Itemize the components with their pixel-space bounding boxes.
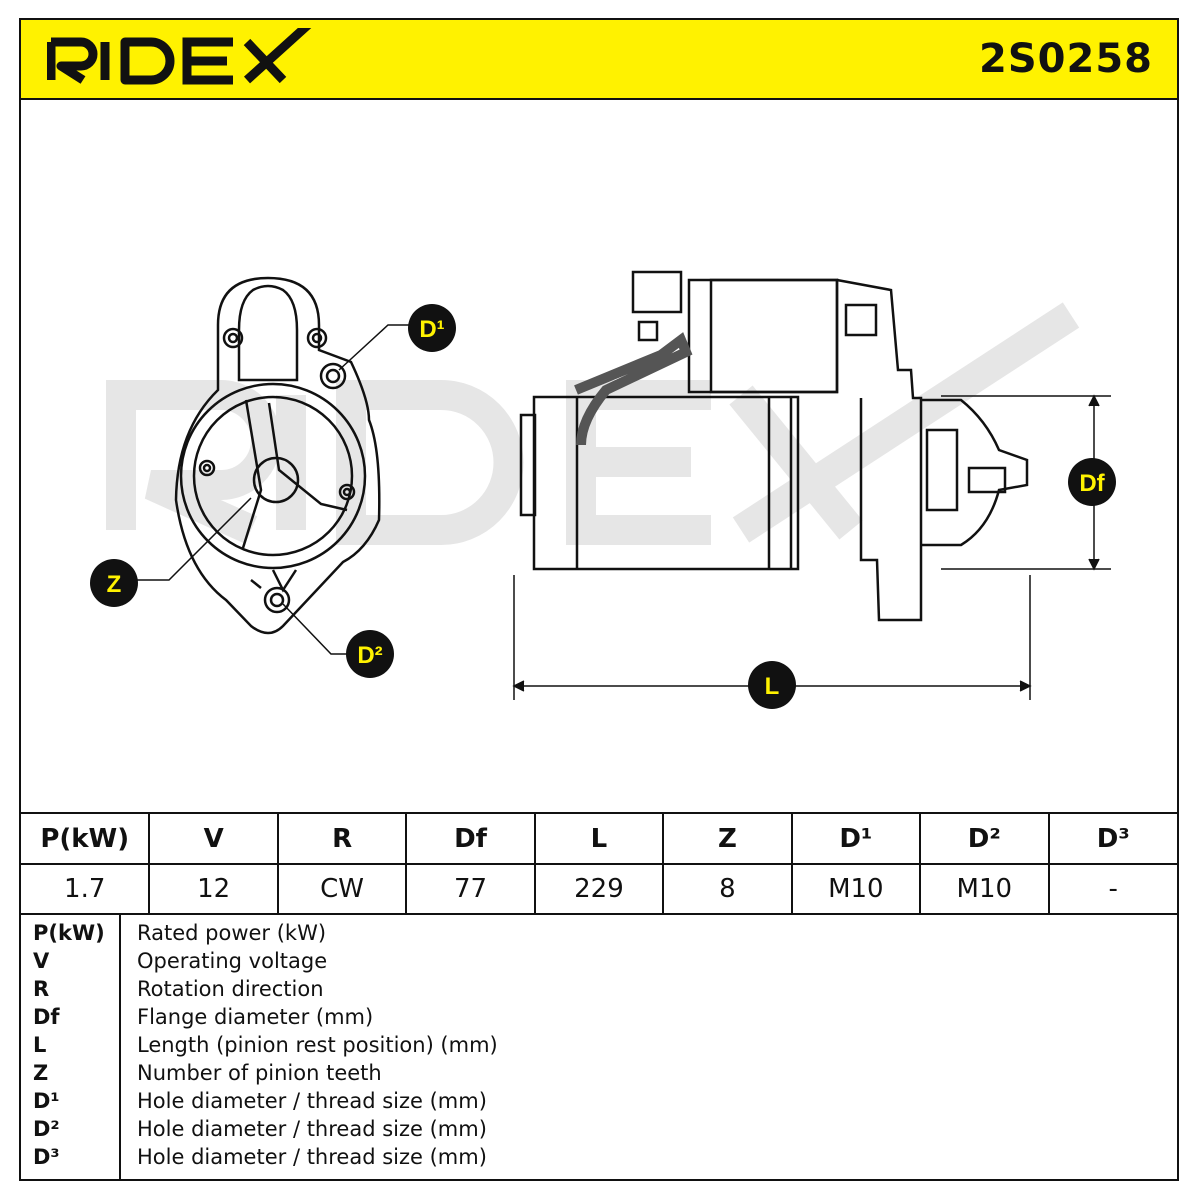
brand-logo bbox=[46, 20, 317, 94]
technical-drawing: D¹ Z D² Df L bbox=[21, 100, 1177, 812]
legend-divider bbox=[119, 913, 121, 1179]
legend-desc: Number of pinion teeth bbox=[137, 1061, 382, 1085]
spec-header: Z bbox=[662, 812, 793, 865]
legend-row: P(kW) Rated power (kW) bbox=[21, 921, 1177, 949]
spec-value: M10 bbox=[919, 863, 1050, 915]
svg-text:L: L bbox=[765, 673, 780, 700]
spec-header: V bbox=[148, 812, 279, 865]
legend-abbr: V bbox=[33, 949, 50, 973]
page-frame bbox=[19, 18, 1179, 1181]
watermark bbox=[106, 302, 1080, 545]
spec-value: 229 bbox=[533, 863, 665, 915]
legend: P(kW) Rated power (kW) V Operating voltage… bbox=[21, 913, 1177, 1179]
legend-row: V Operating voltage bbox=[21, 949, 1177, 977]
svg-text:D¹: D¹ bbox=[419, 316, 444, 343]
legend-desc: Rotation direction bbox=[137, 977, 324, 1001]
legend-abbr: D¹ bbox=[33, 1089, 60, 1113]
spec-value: 77 bbox=[405, 863, 536, 915]
spec-header: D¹ bbox=[790, 812, 922, 865]
callout-l: L bbox=[748, 661, 796, 709]
spec-header: D³ bbox=[1047, 812, 1177, 865]
spec-value: 12 bbox=[148, 863, 279, 915]
part-number: 2S0258 bbox=[979, 36, 1153, 82]
spec-header: Df bbox=[405, 812, 536, 865]
svg-text:Z: Z bbox=[107, 571, 122, 598]
spec-value: CW bbox=[276, 863, 408, 915]
legend-row: Z Number of pinion teeth bbox=[21, 1061, 1177, 1089]
legend-abbr: R bbox=[33, 977, 50, 1001]
spec-header: R bbox=[276, 812, 408, 865]
legend-desc: Hole diameter / thread size (mm) bbox=[137, 1089, 487, 1113]
spec-header-row: P(kW) V R Df L Z D¹ D² D³ bbox=[21, 812, 1177, 865]
spec-table: P(kW) V R Df L Z D¹ D² D³ 1.7 12 CW 77 2… bbox=[21, 812, 1177, 915]
legend-row: L Length (pinion rest position) (mm) bbox=[21, 1033, 1177, 1061]
spec-value: 1.7 bbox=[21, 863, 151, 915]
spec-header: L bbox=[533, 812, 665, 865]
spec-header: D² bbox=[919, 812, 1050, 865]
legend-row: Df Flange diameter (mm) bbox=[21, 1005, 1177, 1033]
callout-df: Df bbox=[1068, 458, 1116, 506]
legend-desc: Hole diameter / thread size (mm) bbox=[137, 1117, 487, 1141]
svg-text:D²: D² bbox=[357, 642, 382, 669]
legend-desc: Length (pinion rest position) (mm) bbox=[137, 1033, 498, 1057]
legend-row: D¹ Hole diameter / thread size (mm) bbox=[21, 1089, 1177, 1117]
callout-d1: D¹ bbox=[408, 304, 456, 352]
legend-abbr: L bbox=[33, 1033, 47, 1057]
spec-value: 8 bbox=[662, 863, 793, 915]
spec-value-row: 1.7 12 CW 77 229 8 M10 M10 - bbox=[21, 863, 1177, 915]
header-bar: 2S0258 bbox=[21, 20, 1177, 100]
legend-abbr: D³ bbox=[33, 1145, 60, 1169]
spec-value: M10 bbox=[790, 863, 922, 915]
legend-row: D³ Hole diameter / thread size (mm) bbox=[21, 1145, 1177, 1173]
legend-desc: Hole diameter / thread size (mm) bbox=[137, 1145, 487, 1169]
side-view bbox=[519, 270, 1029, 622]
legend-desc: Rated power (kW) bbox=[137, 921, 327, 945]
legend-abbr: D² bbox=[33, 1117, 60, 1141]
legend-desc: Operating voltage bbox=[137, 949, 328, 973]
legend-abbr: P(kW) bbox=[33, 921, 105, 945]
callout-z: Z bbox=[90, 559, 138, 607]
legend-desc: Flange diameter (mm) bbox=[137, 1005, 374, 1029]
end-view bbox=[174, 276, 381, 635]
legend-row: D² Hole diameter / thread size (mm) bbox=[21, 1117, 1177, 1145]
legend-row: R Rotation direction bbox=[21, 977, 1177, 1005]
spec-header: P(kW) bbox=[21, 812, 151, 865]
legend-abbr: Z bbox=[33, 1061, 49, 1085]
callout-d2: D² bbox=[346, 630, 394, 678]
svg-text:Df: Df bbox=[1079, 470, 1105, 497]
legend-abbr: Df bbox=[33, 1005, 60, 1029]
spec-value: - bbox=[1047, 863, 1177, 915]
